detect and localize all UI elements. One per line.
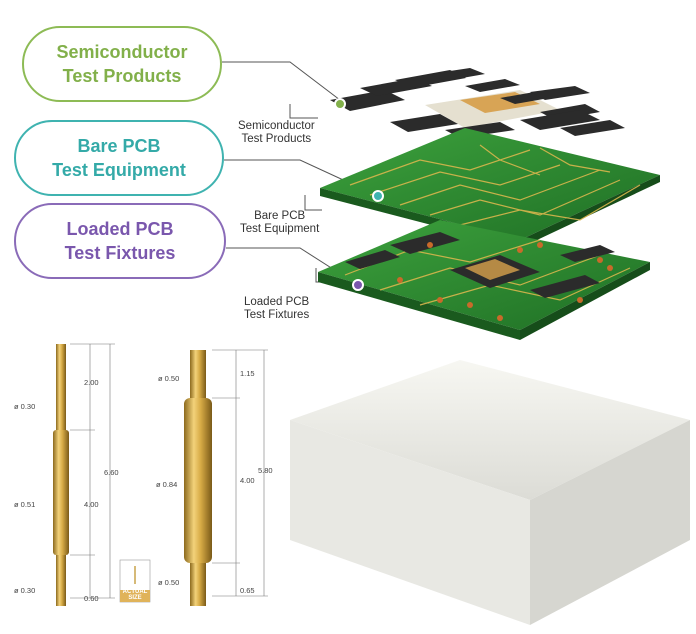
leader-bare-pcb: [304, 195, 322, 211]
probe-2-drawing: [184, 349, 268, 606]
bare-pcb-board: [320, 128, 660, 248]
probe2-dim-total: 5.80: [258, 466, 273, 475]
label-bare-pcb: Bare PCB Test Equipment: [240, 210, 319, 236]
callout-loaded-pcb-line1: Loaded PCB: [66, 219, 174, 239]
probe2-dim-top: 1.15: [240, 369, 255, 378]
callout-loaded-pcb: Loaded PCB Test Fixtures: [14, 203, 226, 279]
connector-semiconductor: [222, 61, 341, 101]
callout-semiconductor-line1: Semiconductor: [56, 42, 188, 62]
semiconductor-marker: [334, 98, 346, 110]
probe1-dim-total: 6.60: [104, 468, 119, 477]
label-bare-pcb-line1: Bare PCB: [254, 210, 306, 222]
probe2-diam-top: ø 0.50: [158, 374, 180, 383]
callout-loaded-pcb-line2: Test Fixtures: [64, 243, 176, 263]
label-loaded-pcb: Loaded PCB Test Fixtures: [244, 296, 309, 322]
callout-semiconductor: Semiconductor Test Products: [22, 26, 222, 102]
probe1-diam-mid: ø 0.51: [14, 500, 36, 509]
label-semiconductor-line1: Semiconductor: [238, 120, 315, 132]
label-loaded-pcb-line1: Loaded PCB: [244, 296, 310, 308]
callout-bare-pcb: Bare PCB Test Equipment: [14, 120, 224, 196]
actual-size-line1: ACTUAL: [122, 589, 148, 595]
label-loaded-pcb-line2: Test Fixtures: [244, 309, 310, 321]
label-semiconductor-line2: Test Products: [241, 133, 312, 145]
callout-bare-pcb-line1: Bare PCB: [77, 136, 161, 156]
label-semiconductor: Semiconductor Test Products: [238, 120, 315, 146]
loaded-pcb-marker: [352, 279, 364, 291]
probe1-dim-mid: 4.00: [84, 500, 99, 509]
semiconductor-chips: [330, 68, 625, 138]
probe2-diam-mid: ø 0.84: [156, 480, 178, 489]
leader-semiconductor: [289, 104, 318, 119]
probe1-diam-top: ø 0.30: [14, 402, 36, 411]
label-bare-pcb-line2: Test Equipment: [240, 223, 320, 235]
probe2-diam-bottom: ø 0.50: [158, 578, 180, 587]
connector-lines: [222, 61, 379, 286]
callout-bare-pcb-line2: Test Equipment: [52, 160, 186, 180]
loaded-pcb-board: [318, 220, 650, 340]
bare-pcb-marker: [372, 190, 384, 202]
actual-size-box: [119, 559, 151, 603]
probe2-dim-bottom: 0.65: [240, 586, 255, 595]
actual-size-line2: SIZE: [128, 595, 142, 601]
callout-semiconductor-line2: Test Products: [62, 66, 182, 86]
probe1-dim-bottom: 0.60: [84, 594, 99, 603]
probe2-dim-mid: 4.00: [240, 476, 255, 485]
probe-1-drawing: [53, 343, 115, 606]
actual-size-label: ACTUAL SIZE: [121, 589, 149, 601]
probe1-diam-bottom: ø 0.30: [14, 586, 36, 595]
fixture-block: [290, 328, 690, 625]
probe1-dim-top: 2.00: [84, 378, 99, 387]
